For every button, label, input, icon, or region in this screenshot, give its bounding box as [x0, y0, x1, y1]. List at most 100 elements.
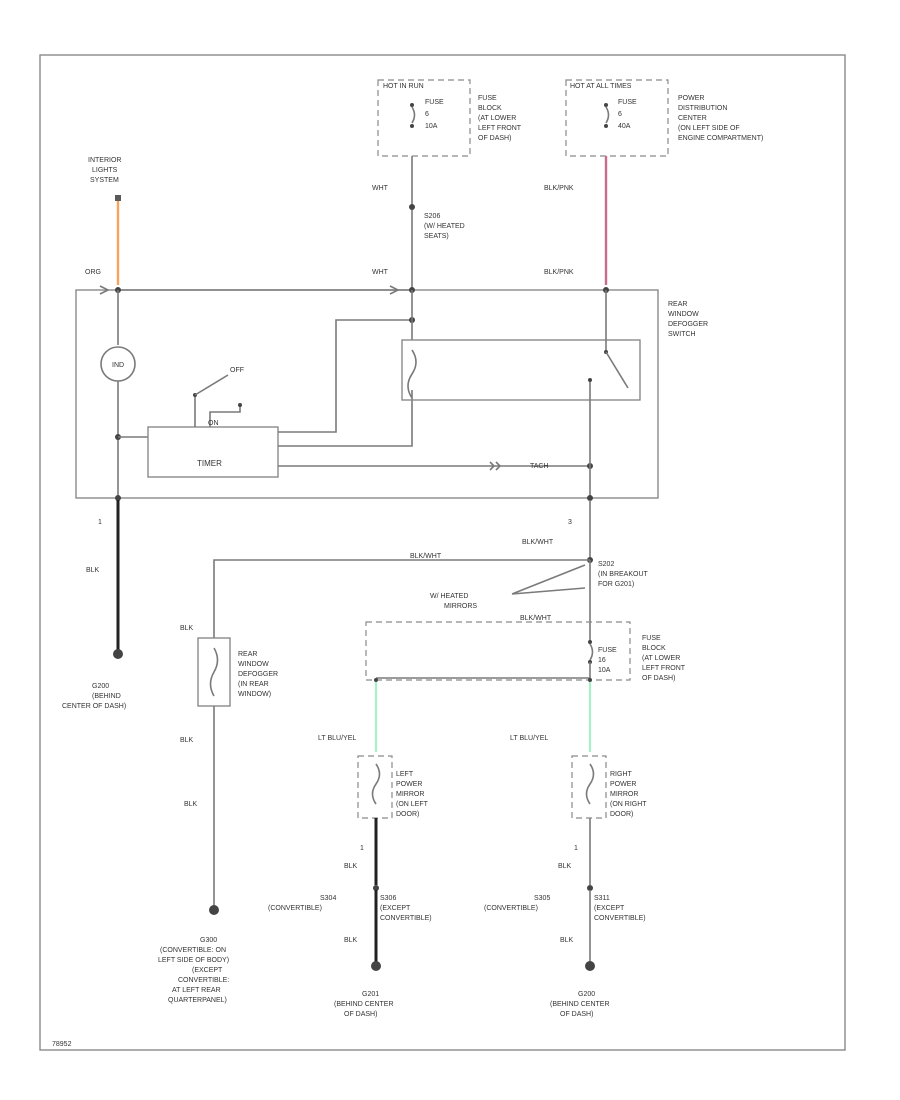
defogger-label: DEFOGGER — [238, 671, 278, 678]
defogger-label: (IN REAR — [238, 681, 269, 688]
right-splice-label: S311 — [594, 895, 610, 902]
right-mirror-wire-blk: BLK — [558, 863, 572, 870]
splice-s206-label: S206 — [424, 213, 440, 220]
fuse-16-label: FUSE — [598, 647, 617, 654]
right-mirror-label: (ON RIGHT — [610, 801, 647, 808]
connector-square — [115, 195, 121, 201]
fuse-left-label: FUSE — [425, 99, 444, 106]
ground-label: G200 — [92, 683, 109, 690]
ground-g300-label: (EXCEPT — [192, 967, 223, 974]
defogger-element-icon — [209, 647, 219, 697]
interior-lights-label: SYSTEM — [90, 177, 119, 184]
right-mirror-label: MIRROR — [610, 791, 638, 798]
fuse-left-desc: BLOCK — [478, 105, 502, 112]
fuse-left-header: HOT IN RUN — [383, 83, 424, 90]
ground-label: CENTER OF DASH) — [62, 703, 126, 710]
fuse-left-desc: (AT LOWER — [478, 115, 516, 122]
splice-s206-label: (W/ HEATED — [424, 223, 465, 230]
fuse-16-symbol — [589, 643, 594, 661]
wire-blk-defogger-bot: BLK — [184, 801, 198, 808]
ground-g200-icon — [113, 649, 123, 659]
heated-mirrors-label: W/ HEATED — [430, 593, 468, 600]
timer-label: TIMER — [197, 459, 222, 468]
splice-s206-label: SEATS) — [424, 233, 449, 240]
left-splice-label: (EXCEPT — [380, 905, 411, 912]
fuse-right-number: 6 — [618, 111, 622, 118]
fuse-right-rating: 40A — [618, 123, 631, 130]
wire-blkwht-right: BLK/WHT — [522, 539, 554, 546]
wire-ltbluyel-left: LT BLU/YEL — [318, 735, 356, 742]
right-mirror-heater-icon — [585, 763, 595, 805]
fuse-right-desc: DISTRIBUTION — [678, 105, 727, 112]
diagram-frame — [39, 54, 846, 1051]
right-splice-label: CONVERTIBLE) — [594, 915, 646, 922]
right-mirror-label: RIGHT — [610, 771, 633, 778]
fuse-left-number: 6 — [425, 111, 429, 118]
wire-blk-label: BLK — [86, 567, 100, 574]
right-splice-label: (CONVERTIBLE) — [484, 905, 538, 912]
fuse-left-desc: OF DASH) — [478, 135, 511, 142]
left-mirror-label: (ON LEFT — [396, 801, 429, 808]
pin-1-label: 1 — [98, 519, 102, 526]
left-splice-label: (CONVERTIBLE) — [268, 905, 322, 912]
wire-wht-top: WHT — [372, 185, 389, 192]
wire-blk-defogger-top: BLK — [180, 625, 194, 632]
fuse-block-lower-box — [365, 621, 631, 681]
figure-id: 78952 — [52, 1041, 72, 1048]
left-mirror-wire-blk: BLK — [344, 863, 358, 870]
switch-box-label: DEFOGGER — [668, 321, 708, 328]
defogger-label: WINDOW) — [238, 691, 271, 698]
ground-g300-icon — [209, 905, 219, 915]
wire-blk-defogger-mid: BLK — [180, 737, 194, 744]
left-splice-label: CONVERTIBLE) — [380, 915, 432, 922]
fuse-right-header: HOT AT ALL TIMES — [570, 83, 632, 90]
splice-s202-label: S202 — [598, 561, 614, 568]
timer-switch-icon — [194, 374, 229, 396]
power-distribution-box — [565, 79, 669, 157]
switch-on-label: ON — [208, 420, 219, 427]
right-mirror-wire-blk2: BLK — [560, 937, 574, 944]
ground-g201-icon — [371, 961, 381, 971]
fuse-16-rating: 10A — [598, 667, 611, 674]
fuse-right-label: FUSE — [618, 99, 637, 106]
ground-g300-label: (CONVERTIBLE: ON — [160, 947, 226, 954]
fuse-lower-desc: OF DASH) — [642, 675, 675, 682]
interior-lights-label: LIGHTS — [92, 167, 118, 174]
arrow-icon — [389, 285, 400, 295]
wire-wht-bot: WHT — [372, 269, 389, 276]
switch-box-label: SWITCH — [668, 331, 696, 338]
switch-box-label: WINDOW — [668, 311, 699, 318]
fuse-right-desc: (ON LEFT SIDE OF — [678, 125, 740, 132]
ground-g200-right-icon — [585, 961, 595, 971]
ground-g300-label: LEFT SIDE OF BODY) — [158, 957, 229, 964]
wire-blkwht-dash: BLK/WHT — [520, 615, 552, 622]
right-mirror-label: POWER — [610, 781, 636, 788]
left-mirror-label: DOOR) — [396, 811, 419, 818]
defogger-label: WINDOW — [238, 661, 269, 668]
ground-g300-label: QUARTERPANEL) — [168, 997, 227, 1004]
right-splice-label: S305 — [534, 895, 550, 902]
wire-blkpnk-top: BLK/PNK — [544, 185, 574, 192]
right-mirror-pin: 1 — [574, 845, 578, 852]
switch-off-label: OFF — [230, 367, 244, 374]
splice-s202-label: FOR G201) — [598, 581, 634, 588]
splice-s206-dot — [409, 204, 415, 210]
ground-g201-label: (BEHIND CENTER — [334, 1001, 394, 1008]
left-mirror-heater-icon — [371, 763, 381, 805]
left-splice-label: S304 — [320, 895, 336, 902]
switch-box-label: REAR — [668, 301, 687, 308]
ground-g200-right-label: OF DASH) — [560, 1011, 593, 1018]
fuse-lower-desc: FUSE — [642, 635, 661, 642]
right-mirror-box — [571, 755, 607, 819]
fuse-right-symbol — [604, 103, 610, 128]
fuse-left-symbol — [410, 103, 416, 128]
wire-tach-label: TACH — [530, 463, 549, 470]
wire-blkwht-left: BLK/WHT — [410, 553, 442, 560]
fuse-left-desc: FUSE — [478, 95, 497, 102]
ground-g200-right-label: G200 — [578, 991, 595, 998]
relay-coil-icon — [407, 349, 417, 399]
ground-g201-label: OF DASH) — [344, 1011, 377, 1018]
indicator-label: IND — [112, 362, 124, 369]
fuse-right-desc: CENTER — [678, 115, 707, 122]
